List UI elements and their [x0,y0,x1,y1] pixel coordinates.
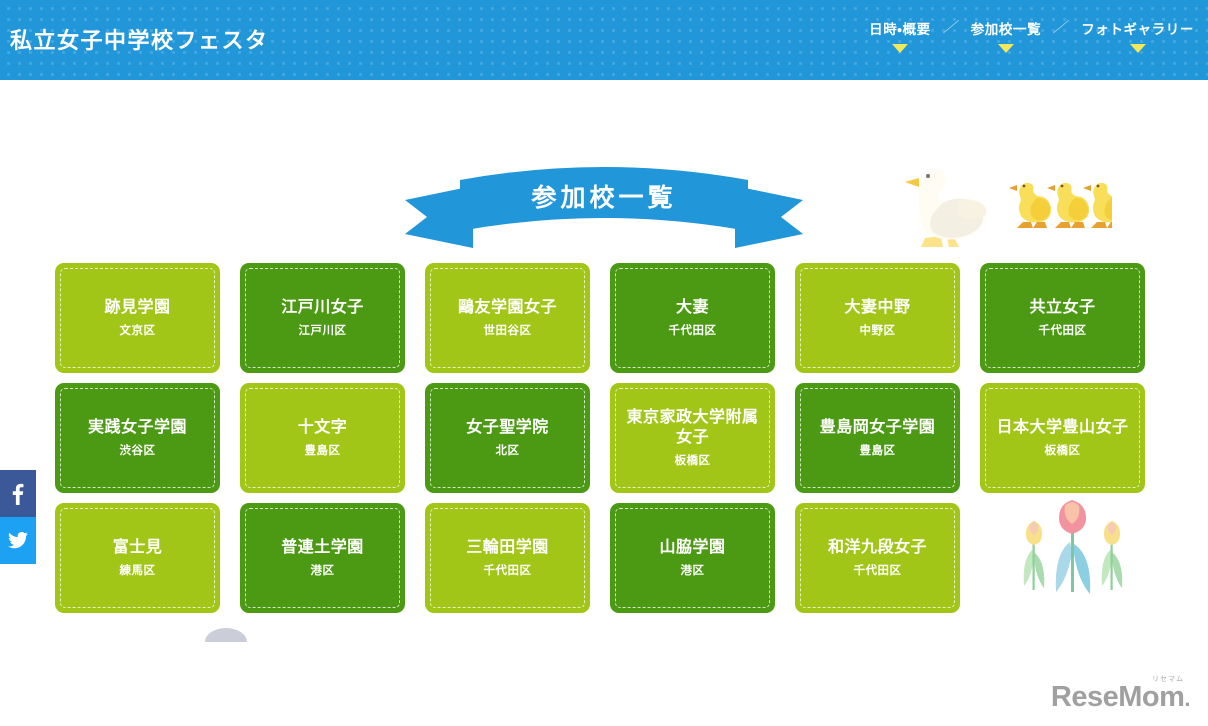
site-header: 私立女子中学校フェスタ 日時・概要 ／ 参加校一覧 ／ フォトギャラリー [0,0,1208,80]
school-card[interactable]: 富士見 練馬区 [55,503,220,613]
school-ward: 港区 [310,564,335,577]
school-ward: 練馬区 [119,564,156,577]
school-ward: 千代田区 [668,324,717,337]
school-ward: 中野区 [859,324,896,337]
school-card[interactable]: 和洋九段女子 千代田区 [795,503,960,613]
nav-item-label: 日時・概要 [869,22,931,37]
school-name: 江戸川女子 [281,299,364,317]
resemom-logo-word: ReseMom. [1050,681,1191,714]
school-name: 三輪田学園 [466,539,549,557]
school-ward: 港区 [680,564,705,577]
duck-illustration [897,152,1112,252]
resemom-logo-kana: リセマム [1152,676,1184,684]
nav-separator: ／ [1052,19,1070,35]
tulips-icon [1023,500,1123,594]
chevron-down-icon [1129,44,1146,53]
resemom-logo-dot: . [1184,686,1190,712]
school-name: 鷗友学園女子 [457,299,557,317]
school-ward: 江戸川区 [298,324,347,337]
facebook-share-button[interactable] [0,470,36,517]
school-name: 共立女子 [1029,299,1096,317]
school-ward: 板橋区 [1044,444,1081,457]
footer-decoration-shape [205,628,247,642]
school-name: 女子聖学院 [466,419,549,437]
school-name: 山脇学園 [659,539,726,557]
nav-item-label: 参加校一覧 [970,22,1042,37]
nav-item-schedule[interactable]: 日時・概要 [869,18,931,53]
school-ward: 豊島区 [859,444,896,457]
page-title: 私立女子中学校フェスタ [10,28,269,53]
ribbon-shape-icon [405,167,803,248]
resemom-logo-text: ReseMom [1050,681,1185,714]
nav-item-photo-gallery[interactable]: フォトギャラリー [1081,18,1194,53]
school-card[interactable]: 共立女子 千代田区 [980,263,1145,373]
school-ward: 豊島区 [304,444,341,457]
nav-item-label: フォトギャラリー [1081,22,1194,37]
school-name: 十文字 [297,419,348,437]
school-ward: 文京区 [119,324,156,337]
school-name: 東京家政大学附属女子 [626,409,759,446]
school-ward: 板橋区 [674,454,711,467]
school-name: 普連土学園 [281,539,364,557]
school-name: 大妻中野 [844,299,911,317]
school-card[interactable]: 普連土学園 港区 [240,503,405,613]
school-card[interactable]: 実践女子学園 渋谷区 [55,383,220,493]
school-name: 実践女子学園 [87,419,187,437]
main-navigation: 日時・概要 ／ 参加校一覧 ／ フォトギャラリー [869,18,1194,53]
facebook-icon [12,483,24,505]
school-ward: 世田谷区 [483,324,532,337]
school-card[interactable]: 女子聖学院 北区 [425,383,590,493]
school-card[interactable]: 東京家政大学附属女子 板橋区 [610,383,775,493]
ribbon-graphic: 参加校一覧 [403,156,805,256]
school-name: 跡見学園 [104,299,171,317]
school-card[interactable]: 日本大学豊山女子 板橋区 [980,383,1145,493]
school-card[interactable]: 三輪田学園 千代田区 [425,503,590,613]
school-card[interactable]: 大妻中野 中野区 [795,263,960,373]
school-name: 大妻 [675,299,709,317]
tulip-illustration [1008,500,1136,600]
school-card[interactable]: 江戸川女子 江戸川区 [240,263,405,373]
chevron-down-icon [997,44,1014,53]
resemom-logo: リセマム ReseMom. [1050,674,1191,714]
section-ribbon: 参加校一覧 [0,156,1208,256]
school-card[interactable]: 跡見学園 文京区 [55,263,220,373]
school-name: 豊島岡女子学園 [819,419,936,437]
twitter-share-button[interactable] [0,517,36,564]
school-ward: 渋谷区 [119,444,156,457]
school-ward: 千代田区 [483,564,532,577]
school-card[interactable]: 鷗友学園女子 世田谷区 [425,263,590,373]
nav-item-school-list[interactable]: 参加校一覧 [971,18,1042,53]
duck-and-ducklings-icon [905,168,1112,247]
school-card[interactable]: 豊島岡女子学園 豊島区 [795,383,960,493]
school-name: 日本大学豊山女子 [996,419,1129,437]
school-list-grid: 跡見学園 文京区 江戸川女子 江戸川区 鷗友学園女子 世田谷区 大妻 千代田区 … [55,263,1153,613]
twitter-icon [8,532,28,549]
school-ward: 北区 [495,444,520,457]
school-ward: 千代田区 [853,564,902,577]
nav-separator: ／ [941,19,960,35]
school-card[interactable]: 山脇学園 港区 [610,503,775,613]
school-card[interactable]: 大妻 千代田区 [610,263,775,373]
chevron-down-icon [891,44,908,53]
school-ward: 千代田区 [1038,324,1087,337]
ribbon-title: 参加校一覧 [531,184,677,212]
school-name: 富士見 [112,539,163,557]
school-name: 和洋九段女子 [827,539,927,557]
school-card[interactable]: 十文字 豊島区 [240,383,405,493]
social-share-rail [0,470,36,564]
